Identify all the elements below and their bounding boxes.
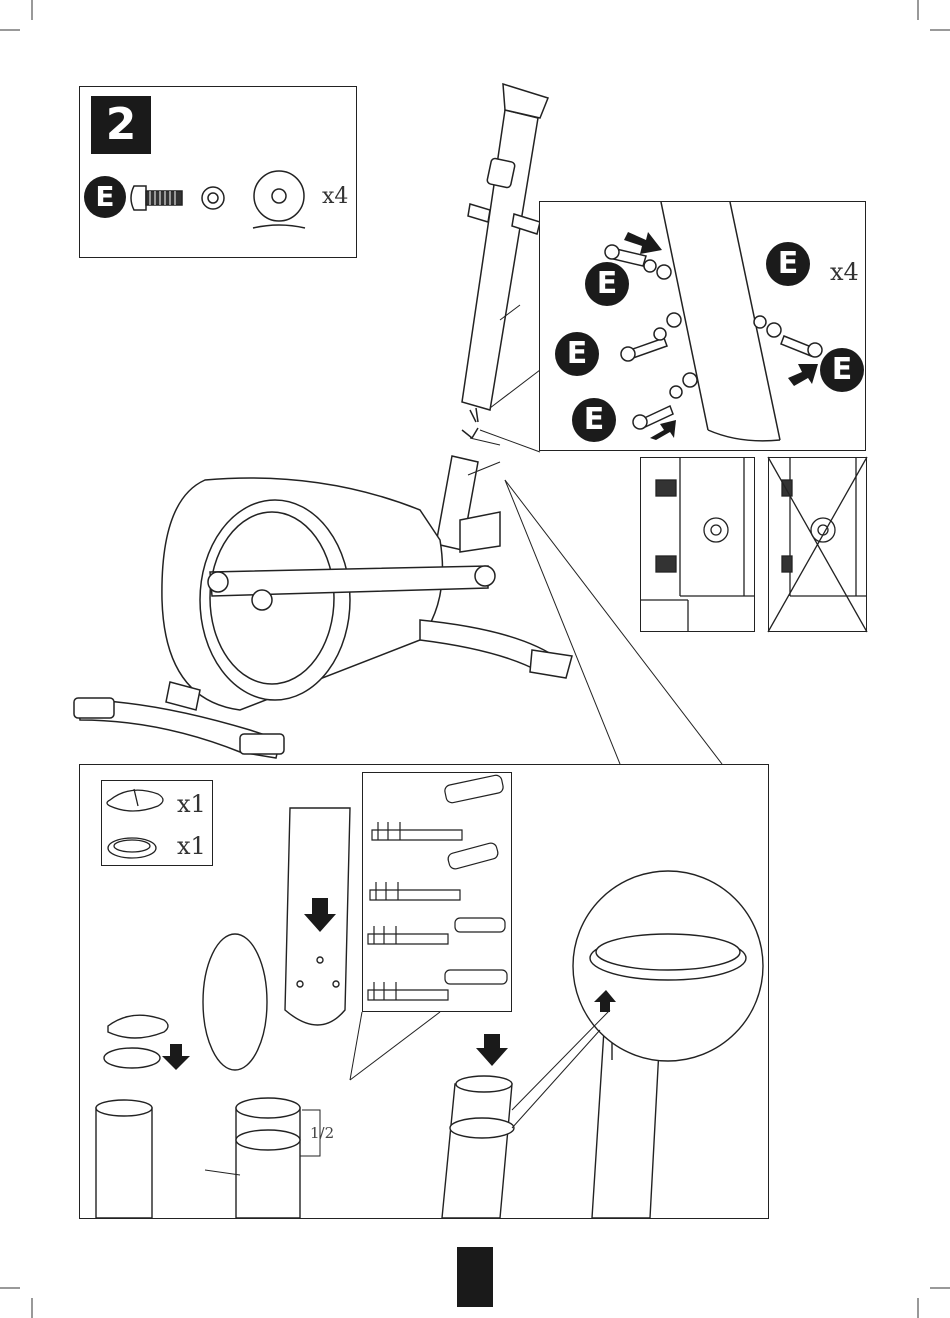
- lower-tube-left: [96, 1108, 152, 1218]
- ring-part: [104, 1048, 160, 1068]
- zoom-detail-oval: [203, 934, 267, 1070]
- page-tab-mark: [457, 1247, 493, 1307]
- lower-tube-middle: [236, 1108, 300, 1218]
- down-arrow-icon: [476, 1034, 508, 1066]
- lower-tube-right-1: [442, 1084, 512, 1218]
- clip-part: [108, 1015, 168, 1038]
- fraction-label: 1/2: [310, 1124, 334, 1142]
- down-arrow-icon: [162, 1044, 190, 1070]
